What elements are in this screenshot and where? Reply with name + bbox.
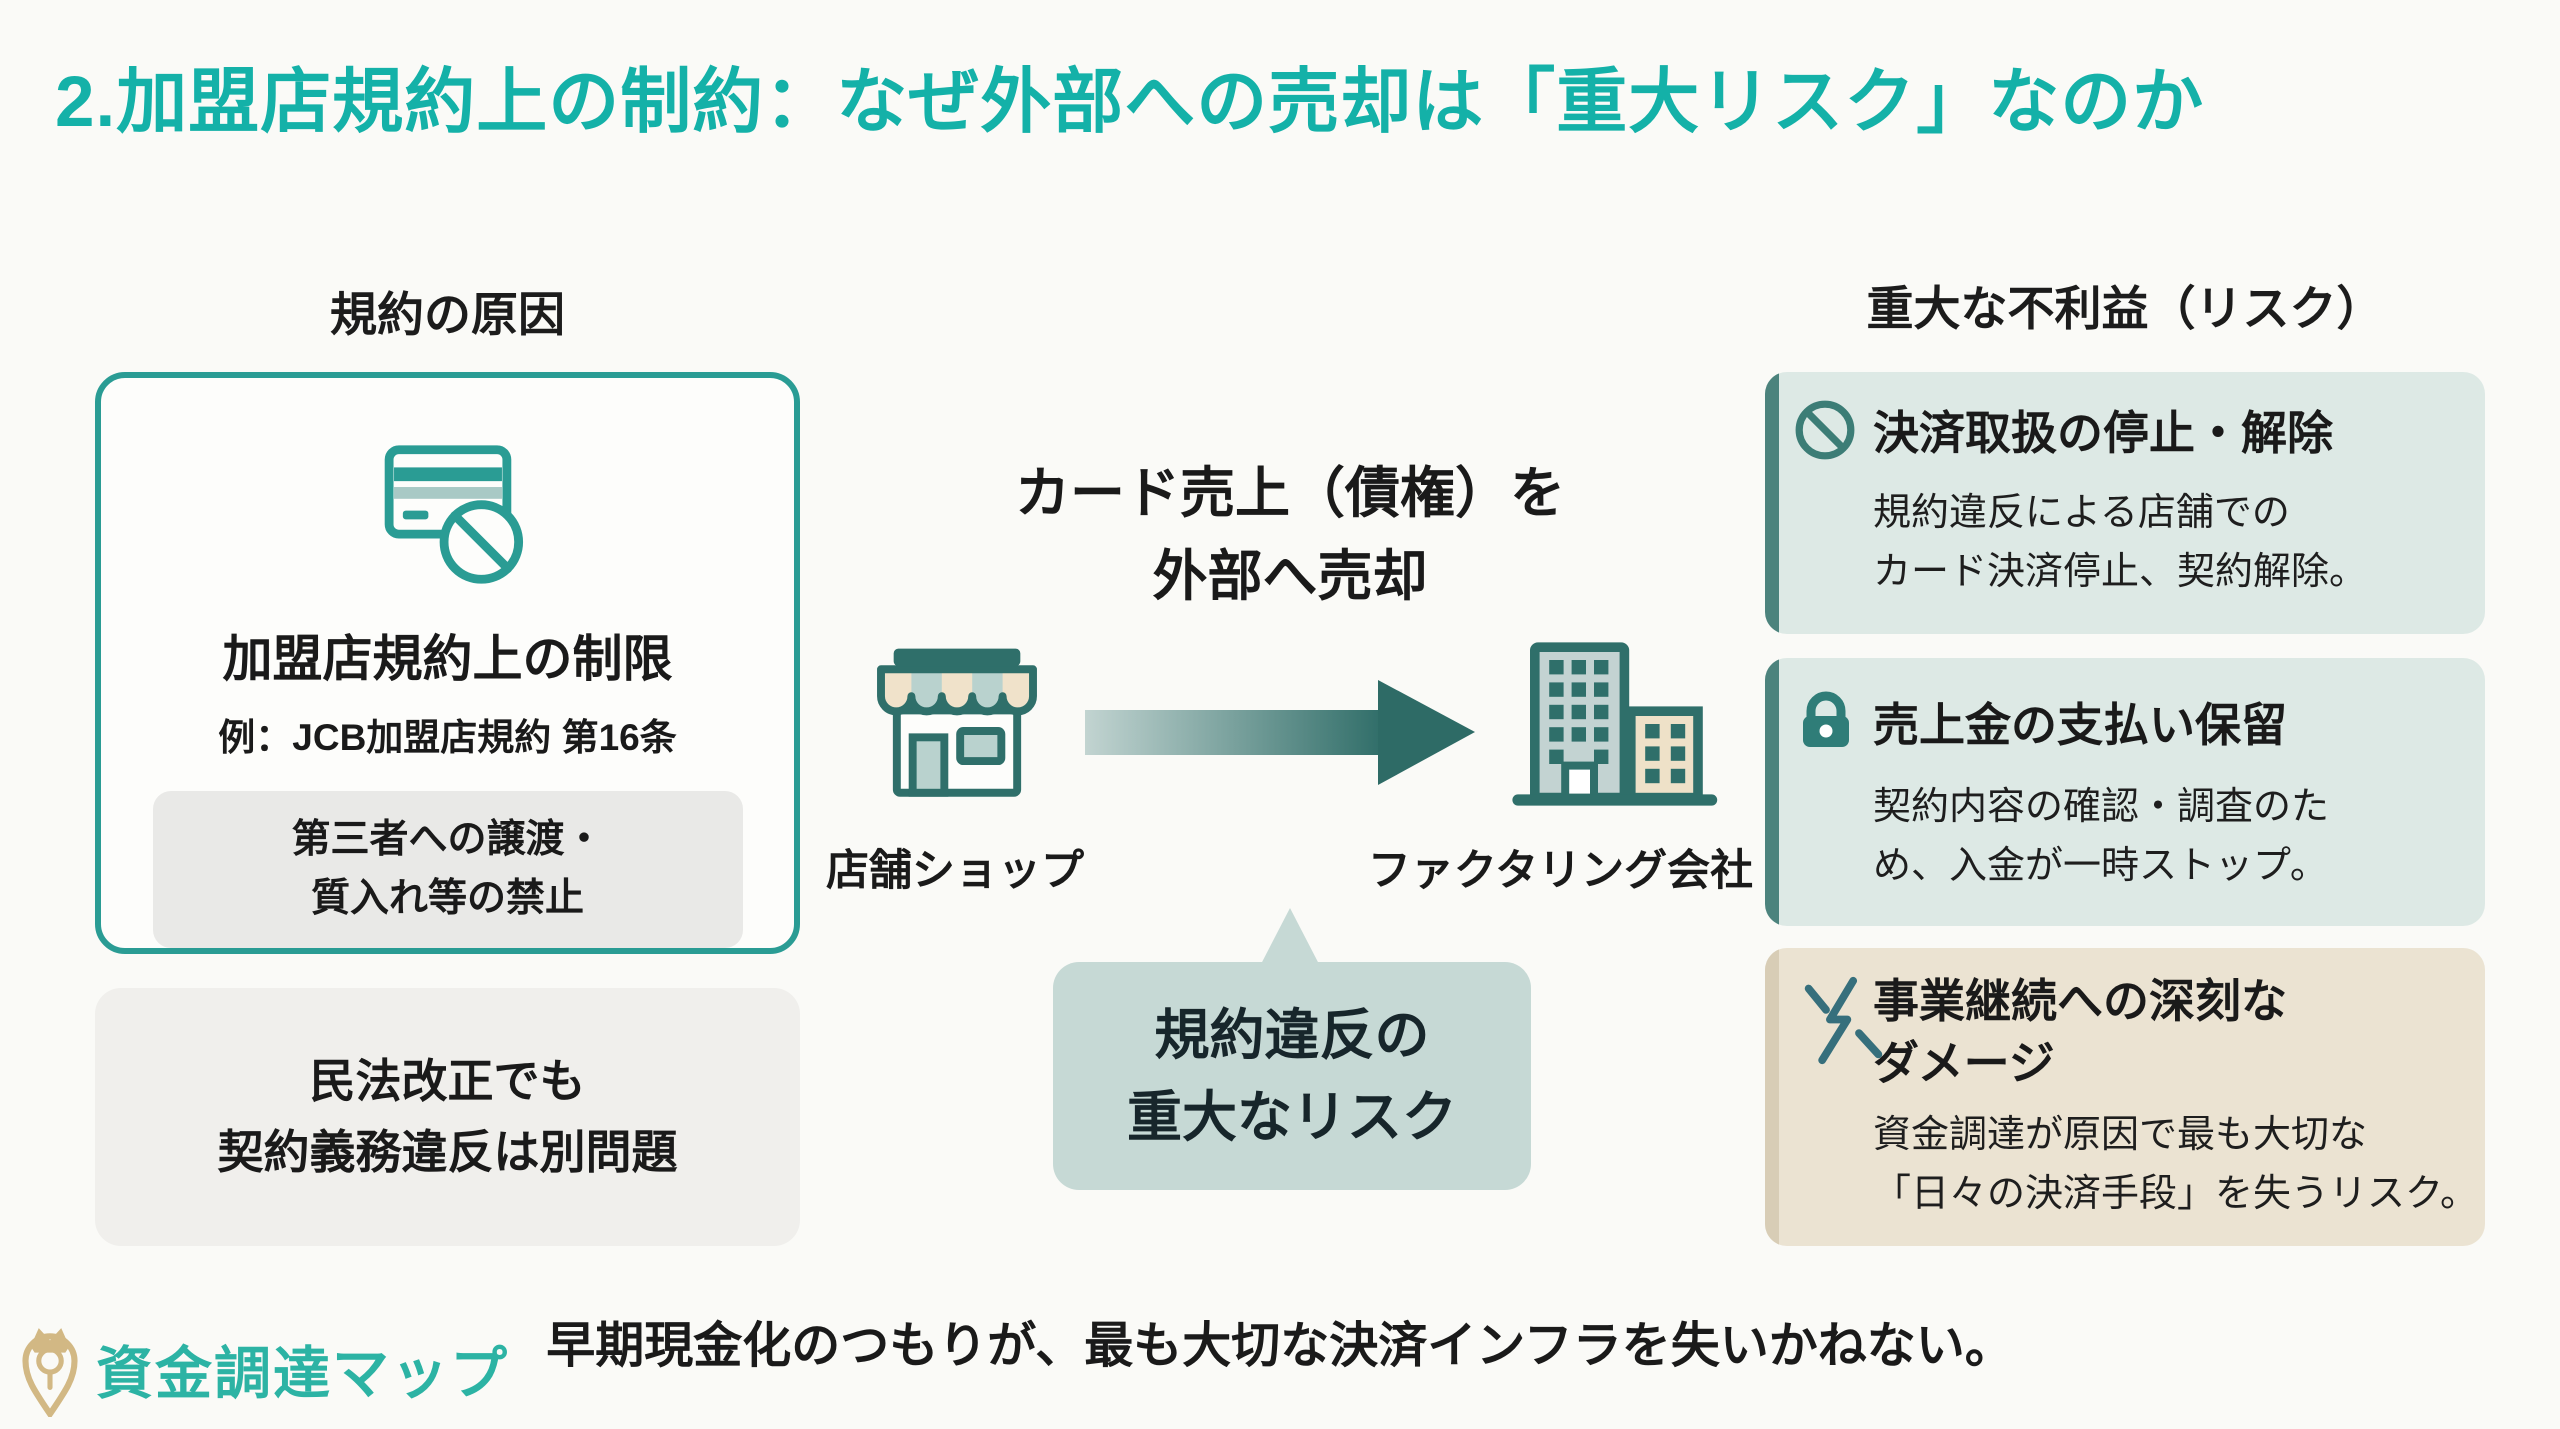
right-section-heading: 重大な不利益（リスク） [1866,282,2384,335]
restriction-card-title: 加盟店規約上の制限 [222,631,673,687]
risk-card-accent-bar [1765,372,1779,634]
conclusion-note: 早期現金化のつもりが、最も大切な決済インフラを失いかねない。 [546,1319,2014,1373]
risk-desc: 規約違反による店舗での カード決済停止、契約解除。 [1873,492,2368,593]
lock-icon [1803,691,1849,747]
prohibition-icon [1795,400,1855,460]
risk-card-accent-bar [1765,948,1779,1246]
risk-title: 決済取扱の停止・解除 [1873,407,2333,459]
violation-risk-callout: 規約違反の 重大なリスク [1053,962,1531,1190]
store-label: 店舗ショップ [826,847,1084,895]
risk-title: 売上金の支払い保留 [1873,699,2287,751]
office-building-icon [1512,642,1718,806]
risk-desc: 契約内容の確認・調査のた め、入金が一時ストップ。 [1873,786,2330,887]
risk-card-payment-hold: 売上金の支払い保留 契約内容の確認・調査のた め、入金が一時ストップ。 [1765,658,2485,926]
risk-desc: 資金調達が原因で最も大切な 「日々の決済手段」を失うリスク。 [1873,1114,2478,1215]
flow-arrow-icon [1085,680,1475,785]
factoring-company-label: ファクタリング会社 [1367,847,1754,895]
risk-card-payment-suspension: 決済取扱の停止・解除 規約違反による店舗での カード決済停止、契約解除。 [1765,372,2485,634]
left-section-heading: 規約の原因 [330,288,565,341]
callout-pointer [1260,908,1320,966]
lightning-icon [1804,976,1883,1065]
risk-card-accent-bar [1765,658,1779,926]
map-pin-crown-icon [22,1328,78,1417]
merchant-restriction-card: 加盟店規約上の制限 例：JCB加盟店規約 第16条 第三者への譲渡・ 質入れ等の… [95,372,800,954]
restriction-card-note: 第三者への譲渡・ 質入れ等の禁止 [152,791,743,948]
civil-law-note: 民法改正でも 契約義務違反は別問題 [95,988,800,1246]
credit-card-prohibited-icon [384,445,524,584]
storefront-icon [877,648,1037,797]
risk-card-business-damage: 事業継続への深刻な ダメージ 資金調達が原因で最も大切な 「日々の決済手段」を失… [1765,948,2485,1246]
flow-label: カード売上（債権）を 外部へ売却 [1014,462,1565,607]
brand-logo: 資金調達マップ [18,1320,509,1417]
restriction-card-subtitle: 例：JCB加盟店規約 第16条 [218,717,677,758]
risk-title: 事業継続への深刻な ダメージ [1873,975,2287,1090]
page-title: 2.加盟店規約上の制約：なぜ外部への売却は「重大リスク」なのか [55,63,2205,142]
brand-name: 資金調達マップ [96,1341,509,1406]
